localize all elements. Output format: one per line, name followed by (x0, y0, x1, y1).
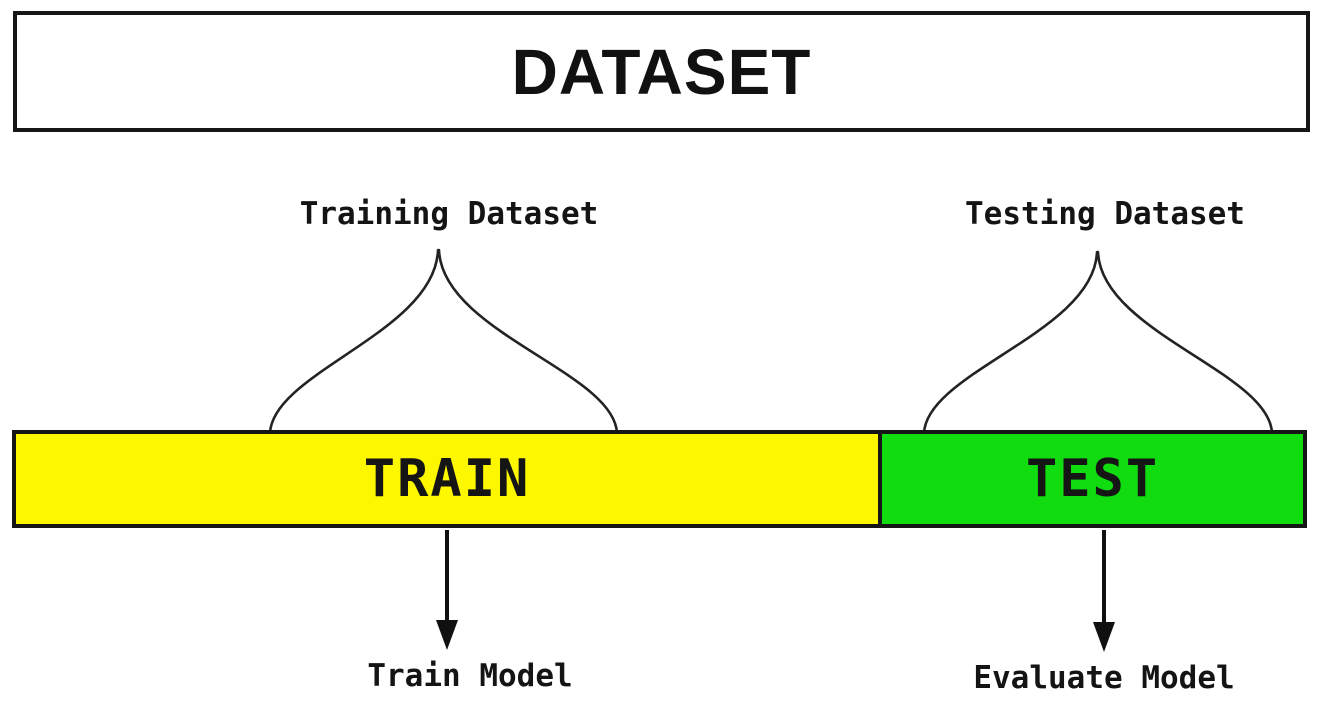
training-dataset-label: Training Dataset (299, 196, 599, 232)
testing-dataset-label: Testing Dataset (965, 196, 1245, 232)
split-bar: TRAIN TEST (12, 430, 1307, 528)
train-arrow-down-icon (436, 530, 458, 650)
train-brace-icon (268, 248, 619, 435)
test-segment: TEST (882, 434, 1303, 524)
dataset-box: DATASET (13, 11, 1310, 132)
test-brace-icon (922, 250, 1274, 435)
dataset-title: DATASET (511, 35, 812, 108)
train-model-label: Train Model (367, 658, 573, 694)
test-arrow-down-icon (1093, 530, 1115, 652)
train-segment: TRAIN (16, 434, 883, 524)
test-segment-label: TEST (1025, 449, 1160, 509)
evaluate-model-label: Evaluate Model (973, 660, 1235, 696)
train-segment-label: TRAIN (363, 449, 531, 509)
